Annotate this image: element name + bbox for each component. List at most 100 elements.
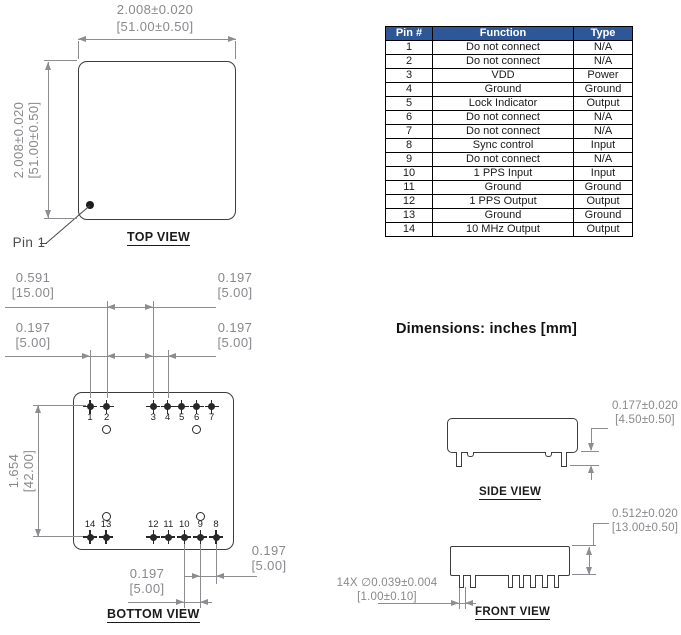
table-cell-pin: 6 bbox=[385, 110, 433, 125]
dimension-line bbox=[33, 405, 86, 407]
pin-number: 12 bbox=[148, 519, 159, 530]
top-width-dim-mm: [51.00±0.50] bbox=[116, 19, 194, 34]
table-cell-pin: 4 bbox=[385, 82, 433, 97]
front-view-label: FRONT VIEW bbox=[475, 606, 551, 620]
pin-marker-part bbox=[152, 530, 154, 544]
pin-marker bbox=[83, 530, 97, 544]
pin-marker-part bbox=[196, 399, 198, 414]
table-cell-pin: 2 bbox=[385, 54, 433, 69]
table-cell-type: Ground bbox=[573, 82, 633, 97]
table-cell-pin: 5 bbox=[385, 96, 433, 111]
pin-marker-part bbox=[167, 530, 169, 544]
dimension-line bbox=[572, 545, 596, 547]
dim-arrow bbox=[228, 36, 236, 42]
table-cell-function: Do not connect bbox=[432, 152, 574, 167]
pin-number: 9 bbox=[197, 519, 203, 530]
bv-pitch-left-mm: [5.00] bbox=[15, 335, 51, 350]
table-cell-type: N/A bbox=[573, 54, 633, 69]
bottom-view-body bbox=[73, 392, 234, 550]
front-view-body bbox=[450, 546, 570, 576]
dim-arrow bbox=[588, 465, 594, 473]
polarity-circle bbox=[195, 511, 205, 521]
dimension-line bbox=[78, 41, 80, 59]
pin-marker bbox=[209, 530, 223, 544]
pin-marker bbox=[177, 530, 192, 544]
dim-arrow bbox=[145, 353, 154, 359]
pin-number: 4 bbox=[165, 412, 171, 423]
fv-height-mm: [13.00±0.50] bbox=[611, 522, 679, 534]
dim-arrow bbox=[82, 353, 90, 359]
bv-pitch-bc-mm: [5.00] bbox=[129, 581, 165, 596]
table-cell-pin: 11 bbox=[385, 180, 433, 195]
table-cell-function: Do not connect bbox=[432, 124, 574, 139]
table-header-row: Pin # Function Type bbox=[385, 26, 633, 41]
sv-pinlen-mm: [4.50±0.50] bbox=[615, 414, 675, 426]
dimension-line bbox=[591, 428, 593, 450]
dimension-line bbox=[572, 574, 596, 576]
dimension-line bbox=[570, 465, 599, 467]
table-cell-type: N/A bbox=[573, 124, 633, 139]
bv-colspan-mm: [42.00] bbox=[21, 449, 36, 493]
top-width-dim-inches: 2.008±0.020 bbox=[116, 2, 194, 17]
dim-arrow bbox=[45, 210, 51, 218]
bv-pitch-right-mm: [5.00] bbox=[217, 335, 253, 350]
dimension-line bbox=[38, 405, 40, 537]
bv-colspan-inches: 1.654 bbox=[6, 453, 21, 489]
pin-number: 7 bbox=[209, 412, 215, 423]
dimension-line bbox=[464, 587, 466, 609]
dimension-line bbox=[44, 218, 77, 220]
pin-marker-part bbox=[183, 530, 185, 544]
table-cell-function: Do not connect bbox=[432, 110, 574, 125]
dimension-line bbox=[153, 301, 155, 398]
table-cell-function: Ground bbox=[432, 82, 574, 97]
table-cell-pin: 8 bbox=[385, 138, 433, 153]
pin-marker bbox=[99, 399, 114, 414]
pin-marker-part bbox=[211, 399, 213, 414]
table-cell-type: N/A bbox=[573, 110, 633, 125]
dimension-line bbox=[216, 544, 218, 584]
front-view-pin bbox=[518, 574, 525, 588]
pin-marker bbox=[146, 399, 161, 414]
fv-height-inches: 0.512±0.020 bbox=[611, 508, 679, 520]
pin1-leader-tick bbox=[40, 243, 47, 245]
dimension-line bbox=[591, 467, 593, 480]
pin-number: 5 bbox=[179, 412, 185, 423]
front-view-pin bbox=[553, 574, 560, 588]
pin-marker-part bbox=[215, 530, 217, 544]
pin-marker-part bbox=[181, 399, 183, 414]
table-cell-type: N/A bbox=[573, 40, 633, 55]
pin-number: 10 bbox=[179, 519, 190, 530]
table-cell-type: Ground bbox=[573, 180, 633, 195]
sv-pinlen-inches: 0.177±0.020 bbox=[611, 400, 679, 412]
pin-marker bbox=[161, 530, 176, 544]
table-cell-function: Do not connect bbox=[432, 54, 574, 69]
polarity-circle bbox=[102, 424, 112, 434]
dimension-line bbox=[235, 41, 237, 59]
table-cell-type: Input bbox=[573, 166, 633, 181]
fv-pindia-line2: [1.00±0.10] bbox=[357, 591, 417, 603]
dimension-line bbox=[48, 62, 50, 218]
pin-marker bbox=[160, 399, 175, 414]
front-view-pin bbox=[530, 574, 536, 588]
bv-pitch-tr-inches: 0.197 bbox=[217, 270, 253, 285]
pin-number: 3 bbox=[150, 412, 156, 423]
dim-arrow bbox=[464, 600, 473, 606]
table-cell-function: Ground bbox=[432, 208, 574, 223]
front-view-pin bbox=[542, 574, 548, 588]
table-cell-pin: 14 bbox=[385, 222, 433, 237]
fv-pindia-line1: 14X ∅0.039±0.004 bbox=[336, 577, 438, 589]
dimension-line bbox=[593, 523, 595, 546]
bottom-view-label: BOTTOM VIEW bbox=[107, 607, 200, 623]
dimension-line bbox=[33, 536, 86, 538]
pin-marker bbox=[193, 530, 208, 544]
